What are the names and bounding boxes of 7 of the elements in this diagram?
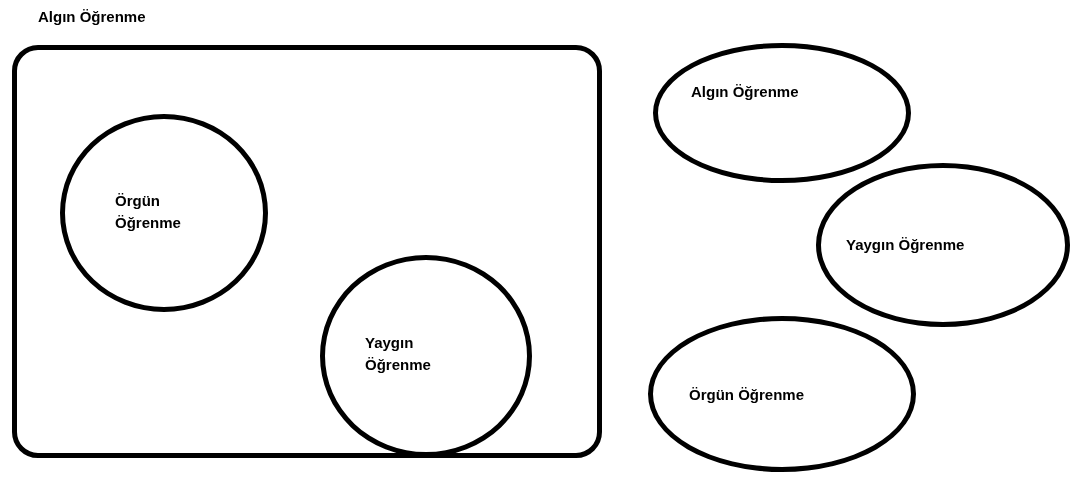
ellipse-label: Yaygın Öğrenme	[846, 235, 966, 255]
group-heading: Algın Öğrenme	[38, 8, 146, 25]
ellipse-label: Yaygın Öğrenme	[365, 333, 432, 375]
ellipse-label: Örgün Öğrenme	[689, 385, 805, 405]
ellipse-label: Algın Öğrenme	[691, 82, 800, 102]
rounded-frame	[12, 45, 602, 458]
ellipse-label: Örgün Öğrenme	[115, 191, 182, 233]
